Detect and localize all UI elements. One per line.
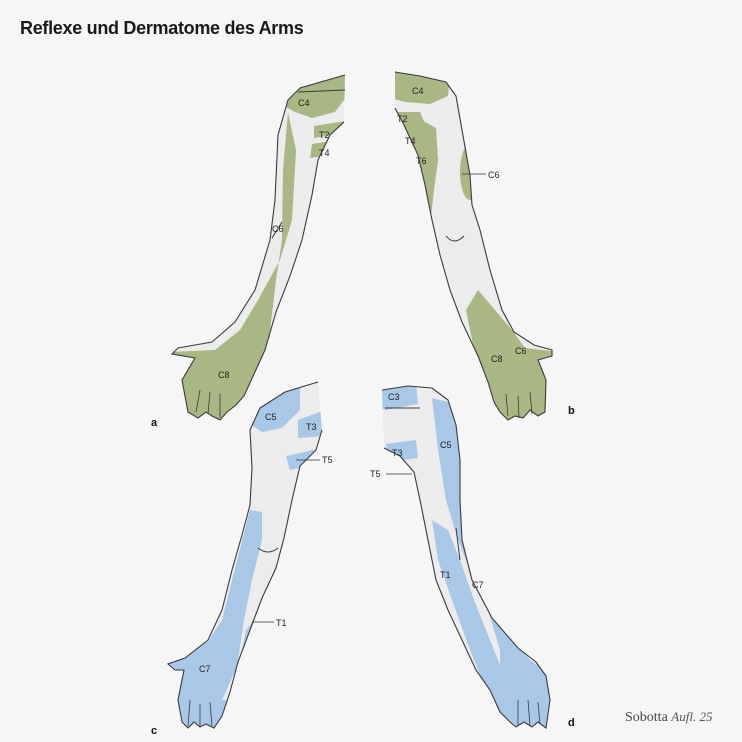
label-b-t6: T6 xyxy=(416,156,427,166)
panel-label-a: a xyxy=(151,417,158,429)
credit-name: Sobotta xyxy=(625,710,668,725)
label-c-c5: C5 xyxy=(265,412,277,422)
arm-c: C5 T3 T5 T1 C7 c xyxy=(151,381,333,737)
label-c-t1: T1 xyxy=(276,618,287,628)
label-a-t2: T2 xyxy=(319,130,330,140)
label-c-c7: C7 xyxy=(199,664,211,674)
panel-label-c: c xyxy=(151,725,157,737)
arm-d-dermatomes xyxy=(382,386,550,728)
arm-a-dermatomes xyxy=(172,75,345,420)
label-d-t3: T3 xyxy=(392,448,403,458)
label-d-c7: C7 xyxy=(472,580,484,590)
label-c-t3: T3 xyxy=(306,422,317,432)
label-b-c8: C8 xyxy=(491,354,503,364)
label-b-t2: T2 xyxy=(397,114,408,124)
label-c-t5: T5 xyxy=(322,455,333,465)
credit-edition: Aufl. 25 xyxy=(671,709,713,724)
arm-a: C4 T2 T4 C6 C8 a xyxy=(151,74,346,429)
label-a-c4: C4 xyxy=(298,98,310,108)
label-d-c5: C5 xyxy=(440,440,452,450)
label-b-c6-hand: C6 xyxy=(515,346,527,356)
label-d-c3: C3 xyxy=(388,392,400,402)
source-credit: Sobotta Aufl. 25 xyxy=(625,709,712,726)
figure-title: Reflexe und Dermatome des Arms xyxy=(20,18,304,38)
label-a-c8: C8 xyxy=(218,370,230,380)
label-b-c4: C4 xyxy=(412,86,424,96)
label-a-t4: T4 xyxy=(319,148,330,158)
panel-label-d: d xyxy=(568,717,575,729)
label-d-t1: T1 xyxy=(440,570,451,580)
arm-b: C4 T2 T4 T6 C6 C8 C6 b xyxy=(394,71,575,421)
label-d-t5: T5 xyxy=(370,469,381,479)
label-a-c6: C6 xyxy=(272,224,284,234)
panel-label-b: b xyxy=(568,405,575,417)
arm-d: C3 C5 T3 T5 T1 C7 d xyxy=(370,385,575,729)
label-b-t4: T4 xyxy=(405,136,416,146)
label-b-c6-arm: C6 xyxy=(488,170,500,180)
